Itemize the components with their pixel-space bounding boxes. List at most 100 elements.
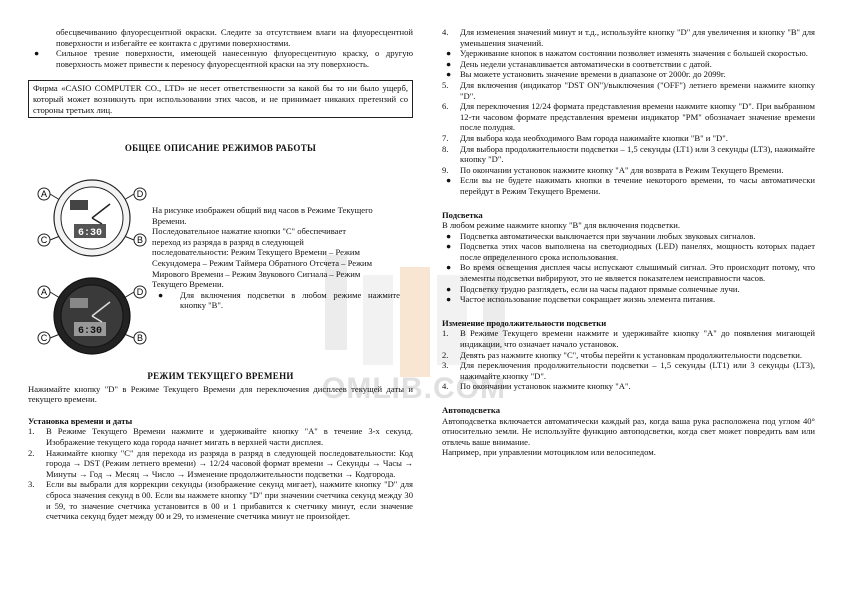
- disclaimer-text: Фирма «CASIO COMPUTER CO., LTD» не несет…: [33, 83, 408, 115]
- button-d-label: D: [137, 189, 144, 199]
- list-item: обесцвечиванию флуоресцентной окраски. С…: [28, 27, 413, 48]
- auto-text-2: Например, при управлении мотоциклом или …: [442, 447, 656, 458]
- button-c-label: C: [41, 333, 48, 343]
- list-item: 1. В Режиме Текущего времени нажмите и у…: [442, 328, 815, 349]
- list-item: 6. Для переключения 12/24 формата предст…: [442, 101, 815, 133]
- list-item: ● Удерживание кнопок в нажатом состоянии…: [442, 48, 815, 59]
- list-item: ● Подсветку трудно разглядеть, если на ч…: [442, 284, 815, 295]
- bullet-marker: ●: [446, 283, 452, 294]
- disclaimer-box: Фирма «CASIO COMPUTER CO., LTD» не несет…: [28, 80, 413, 119]
- step-text: В Режиме Текущего Времени нажмите и удер…: [46, 426, 413, 447]
- watch-display-1: 6:30: [78, 228, 102, 239]
- step-text: Для выбора кода необходимого Вам города …: [460, 132, 728, 143]
- list-item: 3. Если вы выбрали для коррекции секунды…: [28, 479, 413, 521]
- desc-line: Последовательное нажатие кнопки "С" обес…: [152, 226, 347, 237]
- bullet-marker: ●: [446, 69, 452, 80]
- list-item: 9. По окончании установок нажмите кнопку…: [442, 165, 815, 176]
- list-item: ● Вы можете установить значение времени …: [442, 69, 815, 80]
- step-text: Девять раз нажмите кнопку "С", чтобы пер…: [460, 349, 803, 360]
- auto-heading: Автоподсветка: [442, 405, 500, 415]
- step-text: Для изменения значений минут и т.д., исп…: [460, 27, 815, 48]
- list-item-text: Подсветка этих часов выполнена на светод…: [460, 241, 815, 262]
- list-item: ● Сильное трение поверхности, имеющей на…: [28, 48, 413, 69]
- step-text: Если вы выбрали для коррекции секунды (и…: [46, 479, 413, 522]
- watch-illustration-1: A D C B 6:30: [37, 179, 147, 257]
- desc-line: Текущего Времени.: [152, 279, 224, 290]
- list-item: 1. В Режиме Текущего Времени нажмите и у…: [28, 426, 413, 447]
- list-item: 3. Для переключения продолжительности по…: [442, 360, 815, 381]
- bullet-marker: ●: [446, 262, 452, 273]
- list-item: ● Подсветка автоматически выключается пр…: [442, 231, 815, 242]
- step-text: Для переключения продолжительности подсв…: [460, 360, 815, 381]
- step-number: 7.: [442, 132, 449, 143]
- list-item-text: обесцвечиванию флуоресцентной окраски. С…: [56, 27, 413, 48]
- step-number: 3.: [442, 360, 449, 371]
- button-d-marker: [133, 187, 147, 201]
- list-item-text: Подсветка автоматически выключается при …: [460, 230, 756, 241]
- step-text: Для включения (индикатор "DST ON")/выклю…: [460, 79, 815, 101]
- left-column: обесцвечиванию флуоресцентной окраски. С…: [28, 27, 413, 154]
- list-item: 8. Для выбора продолжительности подсветк…: [442, 144, 815, 165]
- list-item: ● Подсветка этих часов выполнена на свет…: [442, 241, 815, 262]
- section-title-current-time: РЕЖИМ ТЕКУЩЕГО ВРЕМЕНИ: [147, 371, 294, 381]
- list-item: ● День недели устанавливается автоматиче…: [442, 59, 815, 70]
- section-title-modes: ОБЩЕЕ ОПИСАНИЕ РЕЖИМОВ РАБОТЫ: [124, 143, 317, 154]
- bullet-marker: ●: [158, 289, 164, 300]
- step-text: Для переключения 12/24 формата представл…: [460, 101, 815, 133]
- light-heading: Подсветка: [442, 209, 483, 220]
- current-time-section: РЕЖИМ ТЕКУЩЕГО ВРЕМЕНИ Нажимайте кнопку …: [28, 371, 413, 522]
- auto-text: Автоподсветка включается автоматически к…: [442, 415, 815, 447]
- desc-line: последовательности: Режим Текущего Време…: [152, 247, 360, 258]
- step-text: По окончании установок нажмите кнопку "А…: [460, 164, 784, 175]
- step-text: Для выбора продолжительности подсветки –…: [460, 143, 815, 165]
- step-number: 4.: [442, 381, 449, 392]
- step-text: Нажимайте кнопку "С" для перехода из раз…: [46, 447, 413, 479]
- list-item: 4. Для изменения значений минут и т.д., …: [442, 27, 815, 48]
- step-number: 6.: [442, 101, 449, 112]
- step-number: 8.: [442, 143, 449, 154]
- list-item: 5. Для включения (индикатор "DST ON")/вы…: [442, 80, 815, 101]
- step-number: 5.: [442, 79, 449, 90]
- desc-line: Мирового Времени – Режим Звукового Сигна…: [152, 268, 361, 279]
- desc-line: На рисунке изображен общий вид часов в Р…: [152, 205, 373, 215]
- list-item-text: Для включения подсветки в любом режиме н…: [180, 289, 400, 311]
- desc-line: Времени.: [152, 215, 187, 226]
- button-a-marker: [37, 285, 51, 299]
- list-item: 4. По окончании установок нажмите кнопку…: [442, 381, 815, 392]
- list-item: ● Если вы не будете нажимать кнопки в те…: [442, 175, 815, 196]
- list-item-text: Сильное трение поверхности, имеющей нане…: [56, 48, 413, 69]
- step-number: 2.: [28, 447, 35, 458]
- right-column: 4. Для изменения значений минут и т.д., …: [442, 27, 815, 458]
- bullet-marker: ●: [34, 48, 40, 59]
- button-b-label: B: [137, 333, 143, 343]
- bullet-marker: ●: [446, 294, 452, 305]
- section-intro: Нажимайте кнопку "D" в Режиме Текущего В…: [28, 383, 413, 405]
- desc-line: Секундомера – Режим Таймера Обратного От…: [152, 257, 373, 268]
- step-number: 1.: [442, 328, 449, 339]
- bullet-marker: ●: [446, 175, 452, 186]
- step-text: Если вы не будете нажимать кнопки в тече…: [460, 175, 815, 196]
- step-number: 2.: [442, 349, 449, 360]
- step-number: 4.: [442, 27, 449, 37]
- step-number: 3.: [28, 479, 35, 490]
- list-item: 2. Нажимайте кнопку "С" для перехода из …: [28, 448, 413, 480]
- list-item: 7. Для выбора кода необходимого Вам горо…: [442, 133, 815, 144]
- duration-heading: Изменение продолжительности подсветки: [442, 317, 607, 328]
- step-text: День недели устанавливается автоматическ…: [460, 58, 712, 69]
- list-item: ● Частое использование подсветки сокраща…: [442, 294, 815, 305]
- step-text: Удерживание кнопок в нажатом состоянии п…: [460, 48, 808, 59]
- mode-description: На рисунке изображен общий вид часов в Р…: [152, 205, 414, 311]
- button-a-marker: [37, 187, 51, 201]
- bullet-marker: ●: [446, 48, 452, 59]
- bullet-marker: ●: [446, 58, 452, 69]
- button-c-label: C: [41, 235, 48, 245]
- list-item-text: Частое использование подсветки сокращает…: [460, 294, 716, 305]
- button-d-marker: [133, 285, 147, 299]
- list-item: ● Во время освещения дисплея часы испуск…: [442, 262, 815, 283]
- desc-line: переход из разряда в разряд в следующей: [152, 236, 304, 247]
- light-intro: В любом режиме нажмите кнопку "В" для вк…: [442, 220, 681, 231]
- step-text: Вы можете установить значение времени в …: [460, 69, 726, 80]
- list-item-text: Подсветку трудно разглядеть, если на час…: [460, 283, 740, 294]
- button-a-label: A: [41, 189, 47, 199]
- button-a-label: A: [41, 287, 47, 297]
